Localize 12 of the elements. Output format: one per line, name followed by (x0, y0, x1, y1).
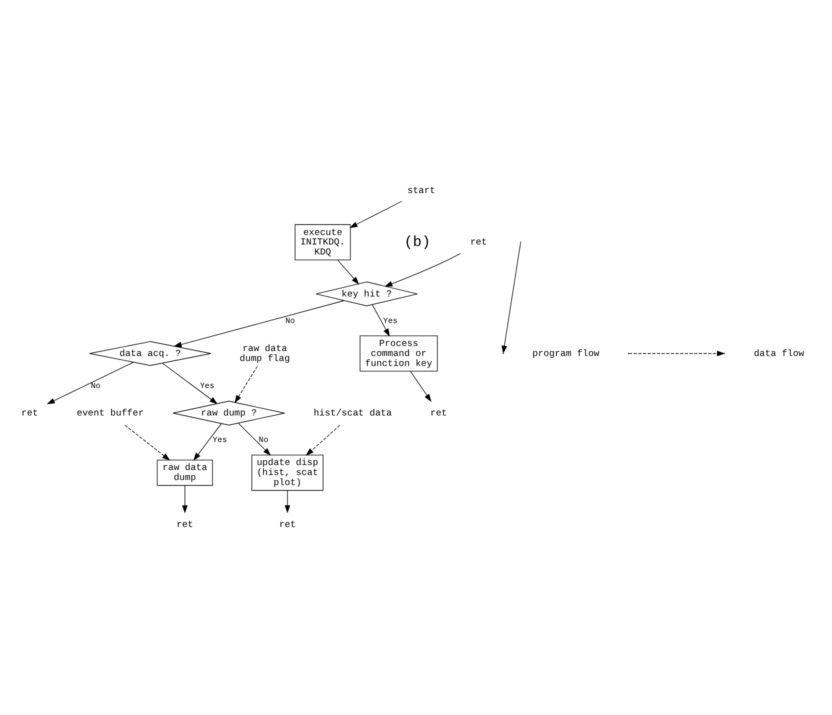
node-text: ret (176, 518, 194, 530)
label: (b) (404, 235, 431, 251)
node-text: ret (470, 236, 487, 248)
node-text: ret (279, 518, 296, 530)
legend-label: program flow (532, 348, 600, 359)
node-text: start (407, 185, 436, 196)
node-text: event buffer (76, 408, 144, 419)
node-text: hist/scat data (314, 408, 392, 419)
legend-label: data flow (754, 348, 804, 359)
node-text: raw data dump flag (240, 342, 290, 364)
node-text: ret (430, 408, 448, 419)
node-text: ret (21, 408, 38, 419)
